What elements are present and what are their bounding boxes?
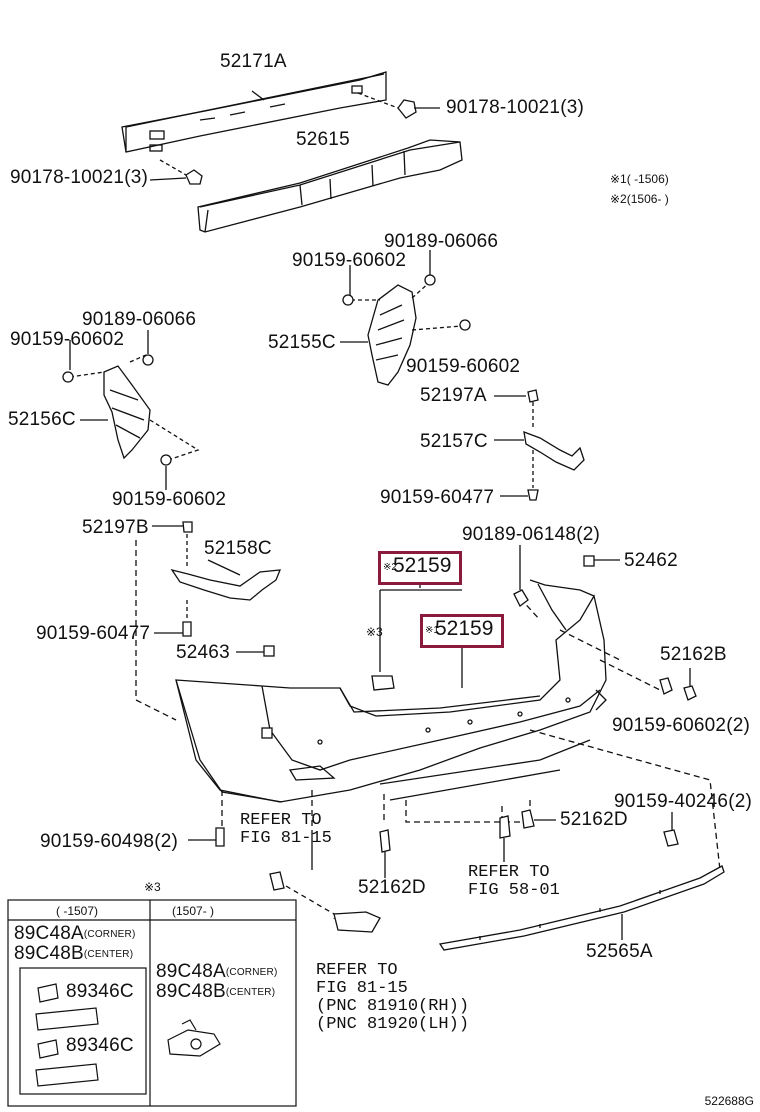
label-52615: 52615: [296, 129, 350, 150]
ref-81-15-a-line1: REFER TO: [240, 811, 322, 830]
label-52155C: 52155C: [268, 332, 336, 353]
label-90159-60602-d: 90159-60602: [112, 489, 227, 510]
leaders-52159: [371, 584, 463, 691]
bracket-52157C-drawing: [494, 389, 585, 501]
inset-right-89C48A: 89C48A(CORNER): [156, 961, 278, 982]
inset-box: [7, 899, 297, 1107]
ref-81-15-a-line2: FIG 81-15: [240, 829, 332, 848]
inset-left-89C48B: 89C48B(CENTER): [14, 943, 134, 964]
ref-81-15-b-line1: REFER TO: [316, 961, 398, 980]
label-52157C: 52157C: [420, 431, 488, 452]
label-52162D-bottom: 52162D: [358, 877, 426, 898]
bracket-52155C-drawing: [340, 250, 471, 386]
bumper-cover-drawing: [175, 579, 607, 803]
inset-col1-range: ( -1507): [56, 904, 99, 918]
ref-81-15-b-line4: (PNC 81920(LH)): [316, 1015, 470, 1034]
reflector-drawing: [285, 885, 381, 933]
highlight-52159-mid[interactable]: ※1 52159: [420, 614, 504, 648]
bracket-52158C-drawing: [152, 521, 282, 637]
label-90159-60602-b: 90159-60602: [406, 356, 521, 377]
label-90178-right: 90178-10021(3): [446, 97, 585, 118]
label-90159-40246: 90159-40246(2): [614, 791, 753, 812]
highlight-52159-top[interactable]: ※2 52159: [378, 551, 462, 585]
inset-left-89C48A: 89C48A(CORNER): [14, 923, 136, 944]
inset-left-89346C-a: 89346C: [66, 981, 134, 1002]
reinforcement-52171A-drawing: [121, 71, 387, 153]
retainer-52463-drawing: [236, 645, 275, 657]
label-90159-60477-a: 90159-60477: [380, 487, 495, 508]
label-52162B: 52162B: [660, 644, 727, 665]
label-90159-60477-b: 90159-60477: [36, 623, 151, 644]
bumper-leaders: [135, 540, 721, 871]
fasteners-bumper: [188, 545, 697, 891]
inset-note-mark: ※3: [144, 880, 161, 894]
label-90159-60602-a: 90159-60602: [292, 250, 407, 271]
label-90159-60498: 90159-60498(2): [40, 831, 179, 852]
ref-58-01-line1: REFER TO: [468, 863, 550, 882]
note-1: ※1( -1506): [610, 172, 669, 186]
bracket-52156C-drawing: [62, 330, 200, 490]
inset-col2-range: (1507- ): [172, 904, 215, 918]
label-52158C: 52158C: [204, 538, 272, 559]
inset-right-89C48B: 89C48B(CENTER): [156, 981, 276, 1002]
label-52462: 52462: [624, 550, 678, 571]
label-52162D-right: 52162D: [560, 809, 628, 830]
figure-code: 522688G: [704, 1094, 754, 1108]
label-90189-06066-b: 90189-06066: [82, 309, 197, 330]
label-52463: 52463: [176, 642, 230, 663]
note-mark-1: ※1: [425, 625, 439, 636]
note-mark-2: ※2: [383, 562, 397, 573]
ref-81-15-b-line2: FIG 81-15: [316, 979, 408, 998]
ref-81-15-b-line3: (PNC 81910(RH)): [316, 997, 470, 1016]
label-52197B: 52197B: [82, 517, 149, 538]
label-52565A: 52565A: [586, 941, 653, 962]
absorber-52615-drawing: [197, 139, 463, 233]
label-90159-60602-2: 90159-60602(2): [612, 715, 751, 736]
label-90189-06066-a: 90189-06066: [384, 231, 499, 252]
label-52171A: 52171A: [220, 51, 287, 72]
label-52197A: 52197A: [420, 385, 487, 406]
label-90178-left: 90178-10021(3): [10, 167, 149, 188]
label-90159-60602-c: 90159-60602: [10, 329, 125, 350]
ref-58-01-line2: FIG 58-01: [468, 881, 560, 900]
note-2: ※2(1506- ): [610, 192, 669, 206]
label-90189-06148: 90189-06148(2): [462, 524, 601, 545]
fasteners-top: [149, 92, 440, 185]
inset-left-89346C-b: 89346C: [66, 1035, 134, 1056]
note-mark-3: ※3: [366, 625, 383, 639]
molding-52565A-drawing: [438, 865, 725, 951]
label-52156C: 52156C: [8, 409, 76, 430]
label-52159-mid: 52159: [435, 617, 494, 640]
label-52159-top: 52159: [393, 554, 452, 577]
